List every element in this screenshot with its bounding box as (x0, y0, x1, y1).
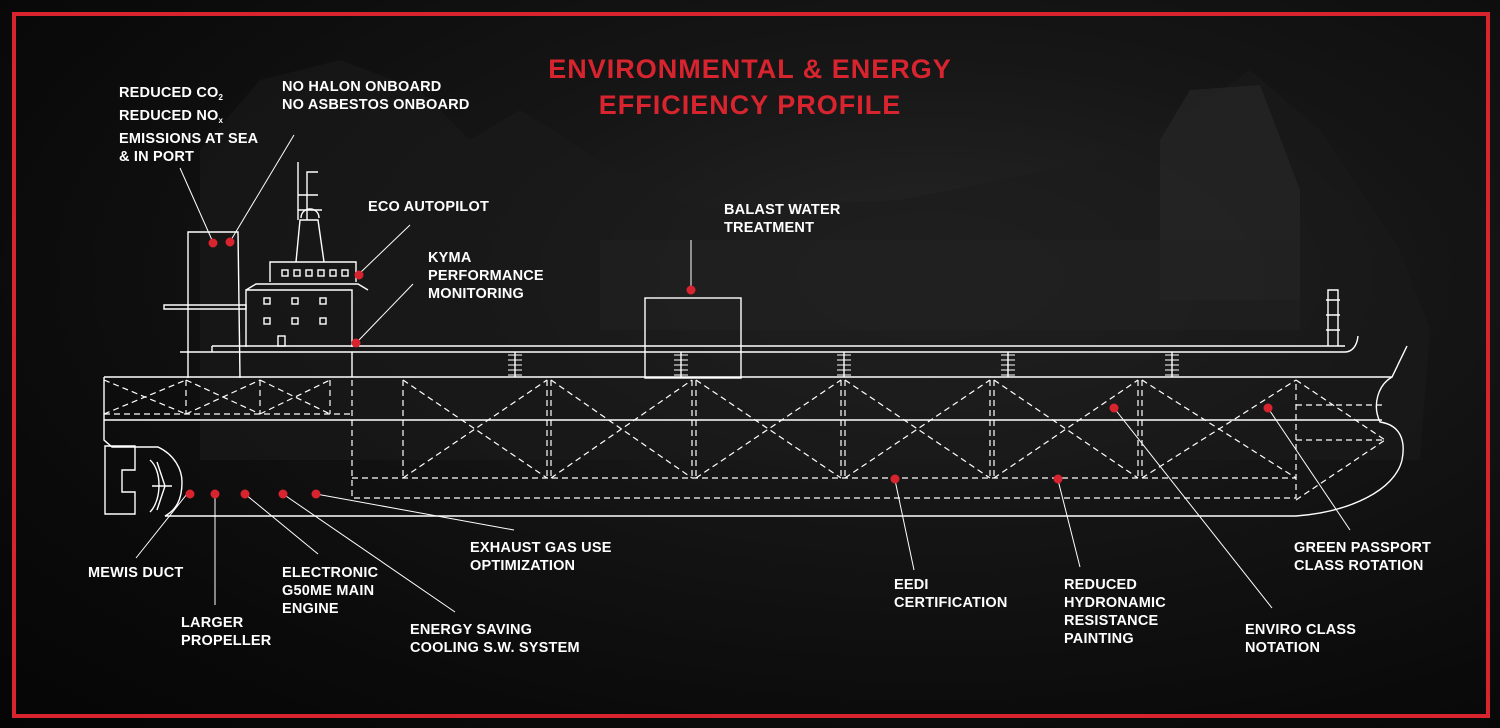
page-title-line1: ENVIRONMENTAL & ENERGY (548, 54, 952, 84)
label-exhaust: EXHAUST GAS USE OPTIMIZATION (470, 540, 612, 574)
label-kyma: KYMA PERFORMANCE MONITORING (428, 250, 544, 302)
label-green: GREEN PASSPORT CLASS ROTATION (1294, 540, 1432, 574)
emissions-line1: REDUCED CO2 (119, 85, 224, 102)
funnel (187, 231, 241, 379)
cargo-holds (103, 379, 1386, 501)
label-hydro: REDUCED HYDRONAMIC RESISTANCE PAINTING (1064, 577, 1166, 647)
marker-propeller (210, 489, 220, 499)
emissions-line2: REDUCED NOx (119, 108, 224, 125)
label-enviro: ENVIRO CLASS NOTATION (1245, 622, 1357, 656)
marker-exhaust (311, 489, 321, 499)
marker-halon (225, 237, 235, 247)
label-engine: ELECTRONIC G50ME MAIN ENGINE (282, 565, 379, 617)
markers (185, 237, 1273, 499)
label-eedi: EEDI CERTIFICATION (894, 577, 1008, 611)
label-eco-autopilot: ECO AUTOPILOT (368, 199, 490, 215)
label-emissions: REDUCED CO2 REDUCED NOx EMISSIONS AT SEA… (119, 85, 259, 165)
marker-enviro (1109, 403, 1119, 413)
leader-lines (135, 134, 1351, 613)
label-halon: NO HALON ONBOARD NO ASBESTOS ONBOARD (282, 79, 470, 113)
marker-eedi (890, 474, 900, 484)
hull-outline (104, 345, 1408, 378)
label-mewis: MEWIS DUCT (88, 565, 184, 581)
marker-eco-autopilot (354, 270, 364, 280)
label-propeller: LARGER PROPELLER (181, 615, 272, 649)
marker-ballast (686, 285, 696, 295)
marker-hydro (1053, 474, 1063, 484)
marker-engine (240, 489, 250, 499)
propeller (149, 459, 172, 513)
marker-mewis (185, 489, 195, 499)
marker-green (1263, 403, 1273, 413)
marker-emissions (208, 238, 218, 248)
marker-cooling (278, 489, 288, 499)
label-cooling: ENERGY SAVING COOLING S.W. SYSTEM (410, 622, 580, 656)
page-title-line2: EFFICIENCY PROFILE (598, 90, 902, 120)
rudder (104, 445, 136, 515)
marker-kyma (351, 338, 361, 348)
bridge-windows (263, 269, 349, 347)
label-ballast: BALAST WATER TREATMENT (724, 202, 841, 236)
